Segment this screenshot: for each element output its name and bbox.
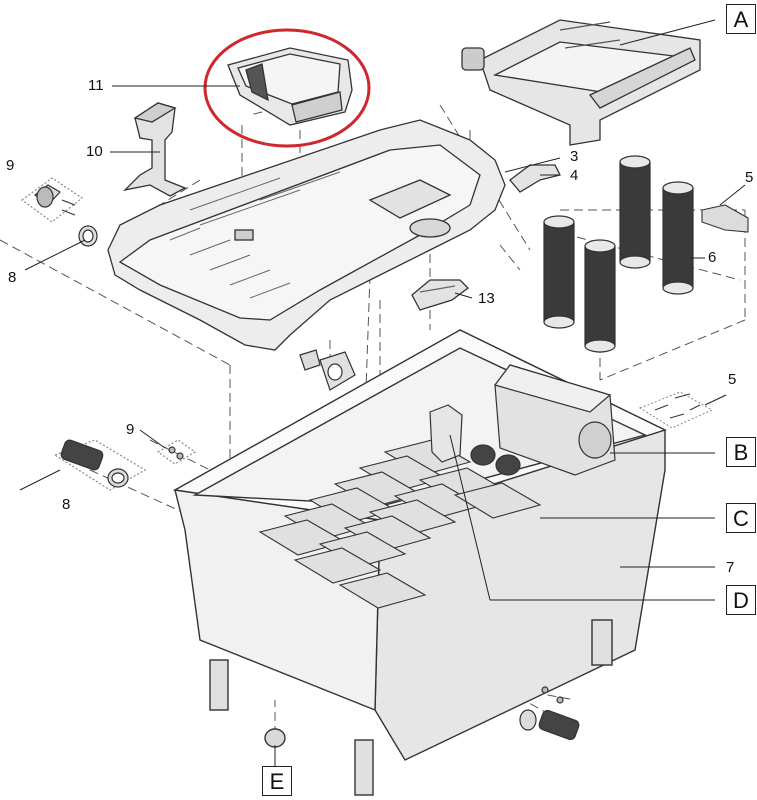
label-part-13: 13 [478, 290, 495, 307]
bracket-part-5 [701, 204, 749, 233]
callout-e: E [262, 766, 292, 796]
handle-part-10 [123, 102, 187, 197]
label-part-8-mid: 8 [62, 496, 71, 513]
callout-b: B [726, 437, 756, 467]
element-d [429, 404, 463, 463]
label-part-5-top: 5 [745, 169, 754, 186]
label-part-5-mid: 5 [728, 371, 737, 388]
label-part-9-mid: 9 [126, 421, 135, 438]
callout-a: A [726, 4, 756, 34]
fitting-group-bottom-right [519, 686, 580, 741]
label-part-10: 10 [86, 143, 103, 160]
basket-part-11 [227, 47, 353, 126]
cartridge-2 [584, 239, 616, 353]
highlight-circle [203, 28, 371, 148]
label-part-3: 3 [570, 148, 579, 165]
label-part-4: 4 [570, 167, 579, 184]
clip-part-13 [411, 279, 469, 311]
label-part-8-top: 8 [8, 269, 17, 286]
callout-d: D [726, 585, 756, 615]
filter-mats-c [258, 439, 542, 609]
fitting-group-top-left [20, 177, 98, 247]
callout-c: C [726, 503, 756, 533]
label-part-11: 11 [88, 77, 104, 94]
cartridge-4 [662, 181, 694, 295]
label-part-7: 7 [726, 559, 735, 576]
cartridge-1 [543, 215, 575, 329]
leader-lines [19, 19, 746, 766]
filter-lid [107, 119, 506, 351]
bolts-part-5 [638, 391, 714, 429]
label-part-9-top: 9 [6, 157, 15, 174]
label-part-6: 6 [708, 249, 717, 266]
cartridge-3 [619, 155, 651, 269]
filter-cartridges-part-6 [543, 155, 694, 353]
fitting-group-left [53, 349, 356, 491]
filter-module-a [461, 19, 701, 146]
pump-unit-b [470, 364, 616, 476]
